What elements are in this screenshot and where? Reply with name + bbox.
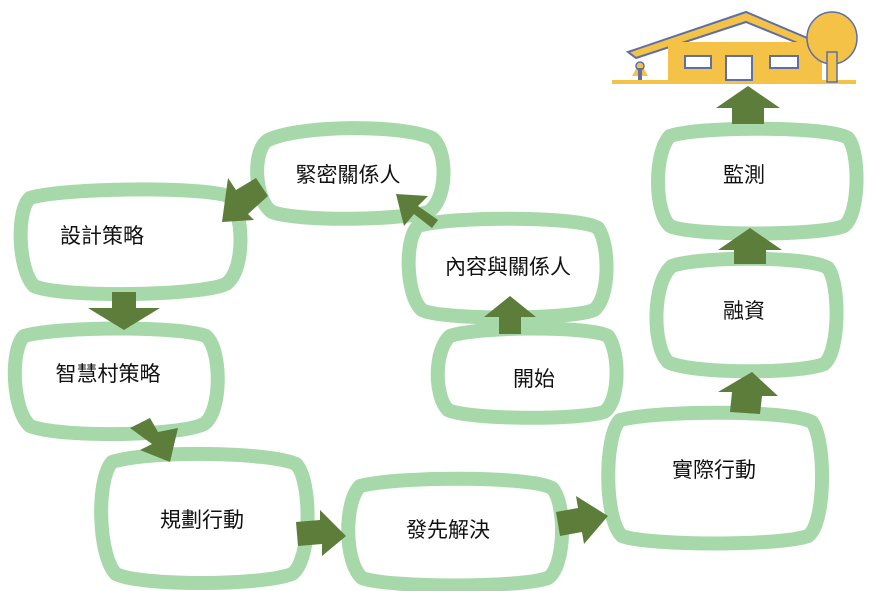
arrow-icon	[484, 296, 536, 334]
step-monitoring: 監測	[723, 163, 765, 187]
arrow-icon	[130, 418, 178, 462]
house-with-tree-icon	[612, 10, 858, 84]
house-window-right	[769, 55, 799, 69]
arrow-icon	[88, 292, 160, 330]
step-smart-village-strategy: 智慧村策略	[56, 362, 161, 386]
arrow-icon	[716, 86, 780, 124]
step-actual-action: 實際行動	[672, 458, 756, 482]
ring-actual-action: 實際行動	[601, 405, 829, 551]
arrow-icon	[222, 178, 268, 222]
ring-monitoring: 監測	[651, 121, 864, 241]
arrow-icon	[396, 194, 438, 228]
house-window-left	[684, 55, 712, 69]
arrow-icon	[718, 372, 778, 414]
step-first-solve: 發先解決	[406, 518, 490, 542]
ring-stakeholders: 內容與關係人	[401, 211, 614, 325]
ring-financing: 融資	[649, 251, 844, 379]
step-stakeholders: 內容與關係人	[445, 255, 571, 279]
step-plan-action: 規劃行動	[160, 508, 244, 532]
ring-first-solve: 發先解決	[341, 471, 570, 591]
arrow-icon	[296, 510, 346, 556]
flower-icon	[632, 61, 648, 80]
ring-plan-action: 規劃行動	[94, 446, 315, 590]
ring-close-stakeholders: 緊密關係人	[250, 121, 451, 226]
arrow-icon	[718, 228, 782, 264]
step-start: 開始	[513, 367, 555, 391]
arrow-icon	[556, 496, 608, 544]
tree-icon	[806, 11, 858, 83]
step-financing: 融資	[723, 299, 765, 323]
step-design-strategy: 設計策略	[60, 224, 144, 248]
ring-start: 開始	[430, 321, 624, 425]
step-close-stakeholders: 緊密關係人	[296, 163, 401, 187]
ring-smart-village-strategy: 智慧村策略	[7, 321, 225, 442]
ground-line	[612, 80, 856, 84]
ring-design-strategy: 設計策略	[13, 182, 248, 302]
house-door	[725, 55, 753, 81]
